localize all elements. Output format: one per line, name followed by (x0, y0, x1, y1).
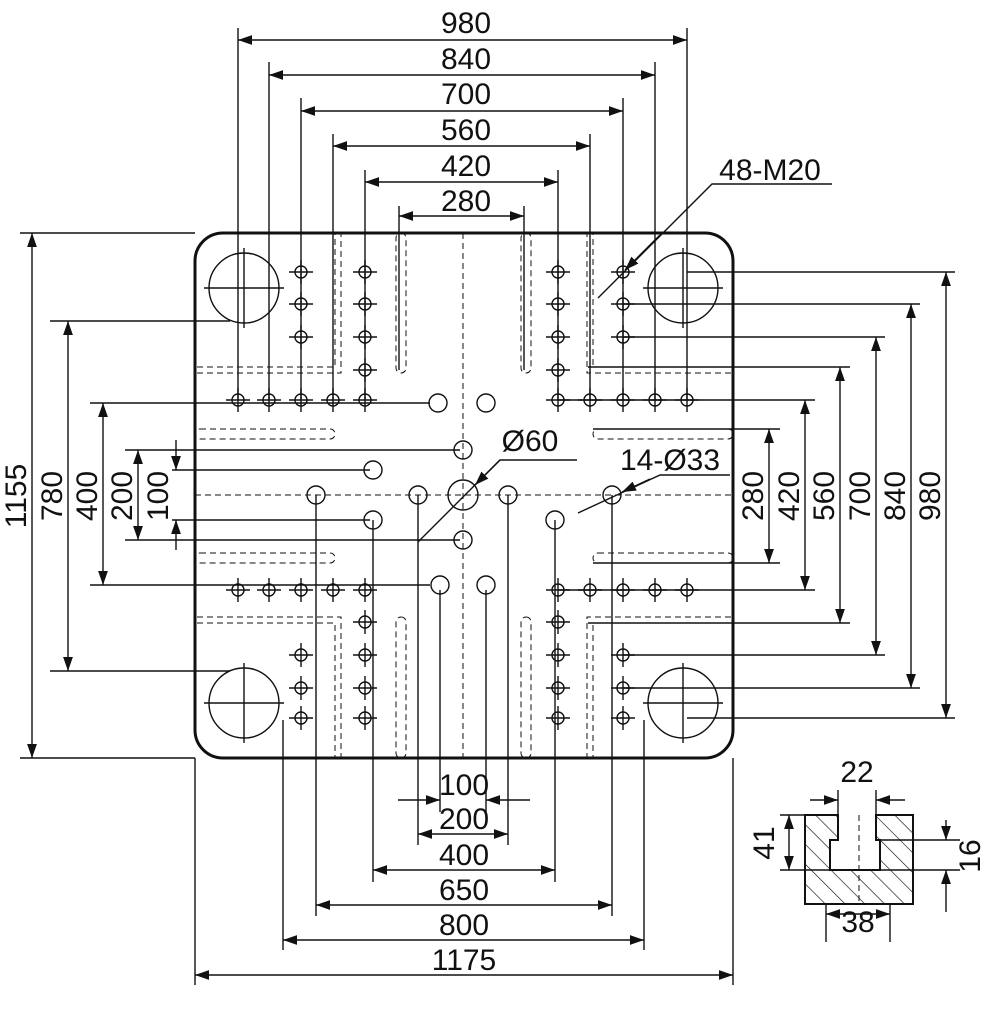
dim-left-200: 200 (106, 471, 139, 521)
m20-hole-crosshair (289, 676, 313, 700)
m20-hole-crosshair (226, 578, 250, 602)
callout-through-holes: 14-Ø33 (620, 444, 720, 477)
dim-right-700: 700 (844, 471, 877, 521)
dim-bottom-1175: 1175 (432, 944, 497, 977)
dim-top-700: 700 (441, 78, 491, 111)
dim-top-560: 560 (441, 114, 491, 147)
d60-center-hole (447, 479, 479, 511)
dim-top-280: 280 (441, 185, 491, 218)
dim-right-840: 840 (879, 471, 912, 521)
dim-right-560: 560 (808, 471, 841, 521)
m20-hole-crosshair (257, 578, 281, 602)
dim-top-840: 840 (441, 43, 491, 76)
dim-bottom-200: 200 (439, 803, 489, 836)
section-dim-38: 38 (841, 906, 874, 939)
d33-hole (428, 393, 448, 413)
m20-hole-crosshair (546, 676, 570, 700)
dim-bottom-100: 100 (439, 769, 489, 802)
dim-right-980: 980 (914, 471, 947, 521)
callout-center-hole: Ø60 (502, 425, 559, 458)
right-dimensions: 280 420 560 700 840 980 (558, 271, 955, 719)
m20-hole-crosshair (546, 643, 570, 667)
tie-bar-holes (204, 248, 723, 743)
dim-left-1155: 1155 (0, 464, 33, 529)
m20-hole-crosshair (546, 706, 570, 730)
section-dim-22: 22 (840, 756, 873, 789)
through-holes (306, 393, 622, 595)
m20-hole-crosshair (289, 578, 313, 602)
dim-right-420: 420 (773, 471, 806, 521)
dim-left-100: 100 (142, 471, 175, 521)
m20-hole-crosshair (546, 610, 570, 634)
left-dimensions: 1155 780 400 200 100 (0, 232, 460, 759)
m20-hole-crosshair (611, 706, 635, 730)
callout-tapped-holes: 48-M20 (719, 154, 821, 187)
dim-right-280: 280 (737, 471, 770, 521)
dim-left-780: 780 (36, 471, 69, 521)
dim-bottom-650: 650 (439, 874, 489, 907)
dim-top-420: 420 (441, 150, 491, 183)
top-dimensions: 980 840 700 560 420 280 (237, 7, 688, 400)
dim-bottom-800: 800 (439, 909, 489, 942)
d33-hole (476, 393, 496, 413)
callouts: 48-M20 Ø60 14-Ø33 (417, 154, 832, 543)
slot-section-detail: 22 41 16 38 (748, 756, 987, 942)
section-dim-41: 41 (748, 826, 781, 859)
dim-bottom-400: 400 (439, 839, 489, 872)
m20-hole-crosshair (321, 578, 345, 602)
dim-top-980: 980 (441, 7, 491, 40)
m20-hole-crosshair (289, 706, 313, 730)
section-dim-16: 16 (954, 839, 987, 872)
bottom-dimensions: 100 200 400 650 800 1175 (194, 495, 734, 985)
dim-left-400: 400 (71, 471, 104, 521)
m20-hole-crosshair (289, 643, 313, 667)
